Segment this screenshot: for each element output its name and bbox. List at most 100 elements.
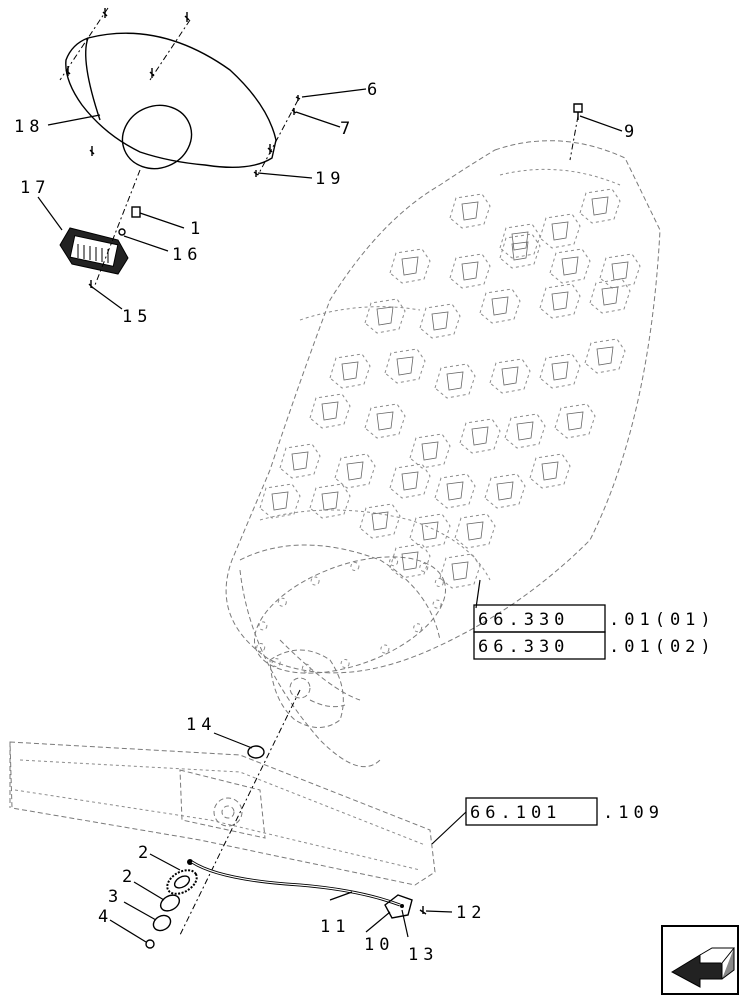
ref-suffix-text: .109 — [603, 803, 664, 823]
rotor-paddle — [439, 553, 481, 589]
ring-bolt — [310, 576, 320, 586]
rotor-paddle-detail — [421, 521, 439, 541]
rotor-paddle-detail — [551, 361, 569, 381]
rotor-paddles — [259, 188, 641, 589]
rotor-paddle-detail — [501, 366, 519, 386]
callout-7: 7 — [340, 119, 355, 139]
rotor-paddle — [539, 213, 581, 249]
callout-3: 3 — [108, 887, 123, 907]
rotor-paddle-detail — [376, 411, 394, 431]
rotor-paddle — [364, 298, 406, 334]
rotor-paddle — [359, 503, 401, 539]
ring-bolt — [413, 623, 423, 633]
callout-18: 18 — [14, 117, 44, 137]
drive-gear — [166, 859, 198, 895]
rotor-paddle — [389, 248, 431, 284]
ring-bolt — [271, 658, 281, 668]
rotor-paddle-detail — [321, 491, 339, 511]
ring-bolt — [432, 599, 442, 609]
callout-10: 10 — [364, 935, 394, 955]
cable — [191, 860, 401, 907]
callout-4: 4 — [98, 907, 113, 927]
reference-66-101-109[interactable]: 66.101 .109 — [465, 797, 664, 826]
ring-bolt — [419, 562, 429, 572]
rotor-paddle — [364, 403, 406, 439]
callout-14: 14 — [186, 715, 216, 735]
rotor-paddle-detail — [291, 451, 309, 471]
callout-9: 9 — [624, 122, 639, 142]
rotor-paddle-detail — [466, 521, 484, 541]
ring-bolt — [350, 562, 360, 571]
callout-19: 19 — [315, 169, 345, 189]
rotor-paddle-detail — [431, 311, 449, 331]
cable-bracket — [384, 894, 413, 919]
ring-bolt — [380, 644, 390, 654]
rotor-paddle-detail — [371, 511, 389, 531]
callout-13: 13 — [408, 945, 438, 965]
rotor-paddle-detail — [591, 196, 609, 216]
rotor-paddle — [434, 363, 476, 399]
rotor-paddle — [579, 188, 621, 224]
callout-1: 1 — [190, 219, 205, 239]
callout-6: 6 — [367, 80, 382, 100]
ref-boxed-text: 66.330 — [478, 610, 569, 630]
rotor-paddle-detail — [376, 306, 394, 326]
rotor-paddle — [589, 278, 631, 314]
rotor-paddle — [309, 393, 351, 429]
rotor-paddle — [454, 513, 496, 549]
callout-2: 2 — [122, 867, 137, 887]
rotor-paddle-detail — [611, 261, 629, 281]
rotor-paddle — [409, 513, 451, 549]
rotor-paddle-detail — [561, 256, 579, 276]
rotor-paddle-detail — [496, 481, 514, 501]
previous-page-arrow-icon[interactable] — [661, 925, 739, 995]
reference-66-330-01-02[interactable]: 66.330 .01(02) — [473, 631, 716, 660]
ring-bolt — [256, 643, 266, 652]
rotor-paddle — [309, 483, 351, 519]
ring-bolt — [434, 578, 444, 587]
rotor-paddle — [334, 453, 376, 489]
screws-top — [65, 8, 301, 177]
rotor-paddle-detail — [511, 241, 529, 261]
rotor-paddle — [479, 288, 521, 324]
rotor-paddle — [484, 473, 526, 509]
rotor-paddle-detail — [461, 261, 479, 281]
rotor-paddle — [449, 253, 491, 289]
rotor-paddle — [434, 473, 476, 509]
ring-bolt — [301, 663, 311, 673]
rotor-paddle-detail — [471, 426, 489, 446]
rotor-paddle-detail — [511, 231, 529, 251]
rotor-paddle-detail — [461, 201, 479, 221]
ring-bolt — [389, 557, 399, 567]
rotor-paddle — [384, 348, 426, 384]
bolt-ring — [256, 557, 444, 673]
rotor-paddle-detail — [446, 481, 464, 501]
rotor-paddle-detail — [451, 561, 469, 581]
rotor-paddle — [499, 233, 541, 269]
callout-17: 17 — [20, 178, 50, 198]
rotor-paddle-detail — [596, 346, 614, 366]
reference-66-330-01-01[interactable]: 66.330 .01(01) — [473, 604, 716, 633]
rotor-paddle — [279, 443, 321, 479]
bolt-1 — [131, 206, 141, 218]
rotor-paddle — [529, 453, 571, 489]
rotor-paddle — [419, 303, 461, 339]
rotor-paddle-detail — [401, 256, 419, 276]
rotor-paddle-detail — [401, 471, 419, 491]
rotor-paddle-detail — [551, 221, 569, 241]
ref-boxed-text: 66.330 — [478, 637, 569, 657]
rotor-paddle — [489, 358, 531, 394]
callout-16: 16 — [172, 245, 202, 265]
rotor-paddle-detail — [271, 491, 289, 511]
callout-12: 12 — [456, 903, 486, 923]
frame-beam — [9, 741, 436, 886]
callout-11: 11 — [320, 917, 350, 937]
rotor-paddle-detail — [341, 361, 359, 381]
rotor-paddle — [389, 463, 431, 499]
rotor-paddle — [554, 403, 596, 439]
rotor-paddle-detail — [396, 356, 414, 376]
ring-bolt — [258, 621, 268, 631]
rotor-ghost — [225, 140, 661, 768]
rotor-paddle-detail — [421, 441, 439, 461]
